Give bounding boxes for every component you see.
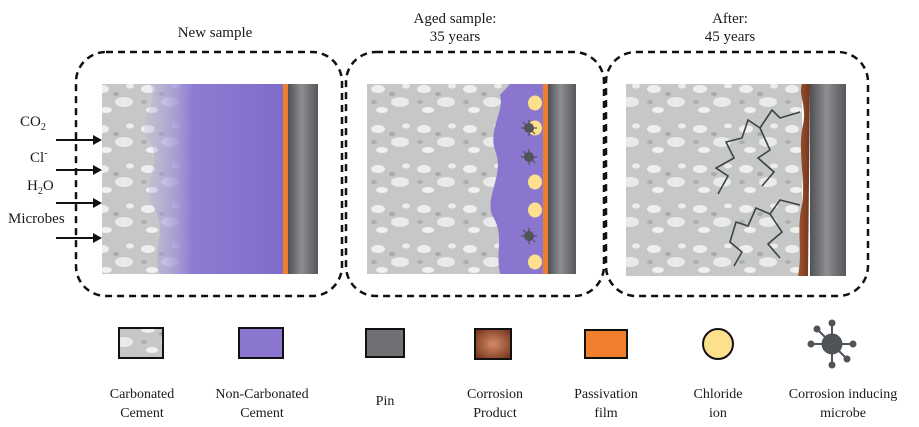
panel-title-aged-sample: Aged sample: 35 years [395, 10, 515, 46]
input-label-sub: 2 [40, 122, 46, 133]
swatch-non-carbonated-cement [238, 327, 284, 359]
pin [810, 84, 846, 276]
panel-after-45-years [604, 50, 870, 298]
panel-title-new-sample: New sample [160, 24, 270, 42]
arrow-h2o [93, 198, 102, 208]
panel-title-line: 45 years [704, 29, 756, 45]
swatch-microbe-icon [807, 319, 857, 369]
legend-label-carbonated-cement: Carbonated Cement [92, 385, 192, 423]
input-label-co2: CO2 [20, 113, 46, 137]
corrosion-product [798, 84, 810, 276]
input-label-text: Microbes [8, 211, 65, 227]
chloride-ions [528, 95, 542, 270]
input-label-tail: O [42, 178, 54, 194]
legend-line: Cement [120, 406, 164, 421]
pin [288, 84, 318, 274]
swatch-pin [365, 328, 405, 358]
microbe-icon [521, 120, 537, 136]
legend-label-corrosion-inducing-microbe: Corrosion inducing microbe [770, 385, 916, 423]
swatch-chloride-ion [702, 328, 734, 360]
panel-frame [344, 50, 606, 298]
chloride-ion [528, 95, 542, 111]
legend-label-chloride-ion: Chloride ion [683, 385, 753, 423]
legend-line: Corrosion inducing [788, 387, 898, 402]
swatch-passivation-film [584, 329, 628, 359]
crack [766, 213, 784, 259]
input-label-h2o: H2O [27, 177, 54, 201]
input-label-text: CO [20, 114, 41, 130]
legend-line: microbe [820, 406, 866, 421]
legend-label-non-carbonated-cement: Non-Carbonated Cement [200, 385, 324, 423]
legend-line: Product [473, 406, 517, 421]
carbonated-cement-region [626, 84, 802, 276]
microbe-icon [521, 149, 537, 165]
input-label-cl: Cl- [30, 145, 48, 167]
microbe-icon [521, 228, 537, 244]
chloride-ion [528, 202, 542, 218]
panel-aged-sample [344, 50, 606, 298]
legend-label-pin: Pin [360, 392, 410, 411]
swatch-carbonated-cement [118, 327, 164, 359]
legend-line: Chloride [693, 387, 743, 402]
arrow-cl [93, 165, 102, 175]
pin [548, 84, 576, 274]
crack [756, 127, 776, 187]
input-label-text: Cl [30, 150, 45, 166]
legend-line: film [594, 406, 618, 421]
cracks [714, 108, 801, 267]
legend-label-passivation-film: Passivation film [561, 385, 651, 423]
input-label-microbes: Microbes [8, 210, 65, 228]
panel-title-line: Aged sample: [413, 11, 497, 27]
chloride-ion [528, 254, 542, 270]
input-arrows [56, 135, 102, 243]
legend-label-corrosion-product: Corrosion Product [450, 385, 540, 423]
legend-line: Cement [240, 406, 284, 421]
panel-frame [74, 50, 344, 298]
arrow-microbes [93, 233, 102, 243]
legend-line: Carbonated [109, 387, 175, 402]
chloride-ion [528, 174, 542, 190]
non-carbonated-cement-region [144, 84, 283, 274]
panel-new-sample [74, 50, 344, 298]
panel-title-line: 35 years [429, 29, 481, 45]
panel-title-line: New sample [177, 25, 253, 41]
legend-line: Pin [375, 394, 395, 409]
panel-frame [604, 50, 870, 298]
input-label-sup: - [44, 148, 48, 159]
input-label-text: H [27, 178, 38, 194]
legend-swatches [118, 319, 857, 369]
legend-line: ion [709, 406, 727, 421]
arrow-co2 [93, 135, 102, 145]
crack [729, 199, 801, 267]
legend-line: Passivation [574, 387, 638, 402]
passivation-film [543, 84, 548, 274]
swatch-corrosion-product [474, 328, 512, 360]
panel-title-after: After: 45 years [680, 10, 780, 46]
crack [714, 108, 801, 195]
passivation-film [283, 84, 288, 274]
microbes [521, 120, 537, 244]
legend-line: Non-Carbonated [215, 387, 309, 402]
panel-title-line: After: [712, 11, 748, 27]
input-label-sub: 2 [37, 186, 43, 197]
legend-line: Corrosion [467, 387, 523, 402]
